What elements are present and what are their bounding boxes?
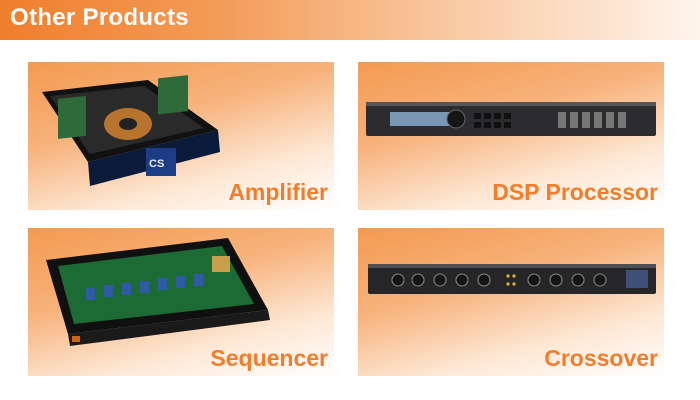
- crossover-image: [368, 264, 656, 294]
- section-title: Other Products: [10, 4, 189, 31]
- product-label-sequencer[interactable]: Sequencer: [210, 345, 328, 371]
- product-label-dsp-processor[interactable]: DSP Processor: [492, 179, 658, 205]
- product-card-amplifier[interactable]: CS Amplifier: [28, 62, 334, 210]
- sequencer-image: [46, 238, 270, 346]
- section-header: Other Products: [0, 0, 700, 40]
- amplifier-image: CS: [42, 75, 220, 186]
- product-label-amplifier[interactable]: Amplifier: [228, 179, 328, 205]
- svg-text:CS: CS: [149, 158, 164, 170]
- product-card-sequencer[interactable]: Sequencer: [28, 228, 334, 376]
- dsp-processor-image: [366, 102, 656, 136]
- product-label-crossover[interactable]: Crossover: [544, 345, 658, 371]
- product-card-crossover[interactable]: Crossover: [358, 228, 664, 376]
- product-card-dsp-processor[interactable]: DSP Processor: [358, 62, 664, 210]
